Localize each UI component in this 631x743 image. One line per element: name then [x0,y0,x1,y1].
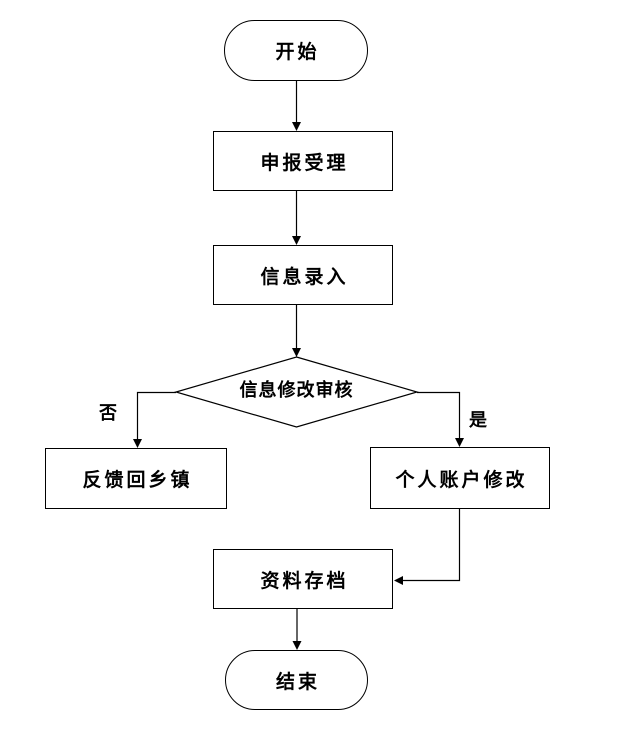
node-personal-account-modify-label: 个人账户修改 [395,468,528,491]
arrowhead-start-accept [292,122,301,131]
node-personal-account-modify: 个人账户修改 [370,447,550,509]
edge-label-yes: 是 [469,410,487,431]
node-application-acceptance-label: 申报受理 [260,151,349,174]
node-end: 结束 [225,650,368,710]
node-application-acceptance: 申报受理 [213,131,393,191]
node-start: 开始 [224,20,368,81]
node-end-label: 结束 [275,670,320,693]
node-information-entry: 信息录入 [213,245,393,305]
arrowhead-modify-archive [394,576,403,585]
edge-label-no: 否 [99,403,117,424]
arrowhead-review-feedback [133,439,142,448]
edge-review-feedback [136,391,176,440]
decision-shape [173,356,420,428]
edge-review-modify [417,391,461,439]
node-feedback-township-label: 反馈回乡镇 [82,469,193,491]
edge-modify-archive [402,509,461,582]
arrowhead-entry-review [292,348,301,357]
node-data-archive-label: 资料存档 [260,569,349,592]
node-start-label: 开始 [275,41,320,63]
arrowhead-review-modify [455,438,464,447]
node-feedback-township: 反馈回乡镇 [45,448,227,509]
arrowhead-archive-end [292,641,302,650]
node-information-entry-label: 信息录入 [260,265,349,288]
node-review-decision-label: 信息修改审核 [239,380,354,401]
node-data-archive: 资料存档 [213,549,393,609]
arrowhead-accept-entry [292,236,301,245]
